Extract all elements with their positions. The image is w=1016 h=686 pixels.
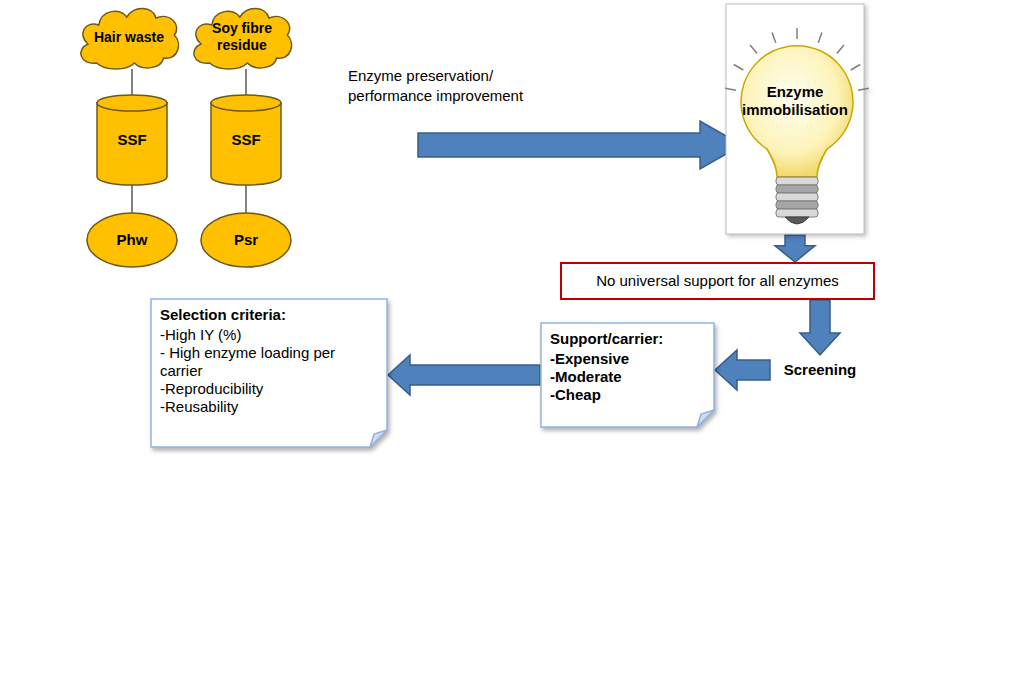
- light-ray: [734, 65, 744, 71]
- text-block: SSF: [218, 131, 274, 149]
- text-block: Selection criteria: -High IY (%)- High en…: [160, 306, 378, 416]
- source-cloud: Soy fibre residue: [188, 3, 296, 71]
- node-text: SSF: [218, 131, 274, 149]
- block-arrow: [388, 355, 540, 395]
- cloud-outline: [194, 8, 292, 69]
- node-text: Phw: [98, 231, 166, 249]
- ellipse-outline: [201, 213, 291, 267]
- bulb-box: Enzyme immobilisation: [725, 3, 865, 235]
- block-arrow: [715, 350, 770, 390]
- text-block: SSF: [104, 131, 160, 149]
- text-block: Psr: [212, 231, 280, 249]
- cylinder-body: [97, 102, 167, 185]
- light-ray: [772, 32, 776, 42]
- light-ray: [750, 45, 757, 53]
- node-line: -Reusability: [160, 398, 378, 416]
- node-line: -High IY (%): [160, 326, 378, 344]
- note-box: No universal support for all enzymes: [560, 262, 875, 300]
- source-cloud: Hair waste: [75, 3, 183, 71]
- red-border: [561, 263, 874, 299]
- text-block: Phw: [98, 231, 166, 249]
- ssf-cylinder: SSF: [96, 94, 168, 186]
- bulb-base: [776, 177, 818, 185]
- node-text: Screening: [778, 361, 862, 379]
- product-ellipse: Psr: [200, 212, 292, 268]
- light-ray: [725, 88, 736, 90]
- bulb-base: [776, 209, 818, 217]
- step-text: Screening: [770, 355, 870, 385]
- node-line: -Expensive: [550, 350, 705, 368]
- ellipse-outline: [87, 213, 177, 267]
- block-arrow: [418, 121, 742, 169]
- page-outline: [541, 323, 714, 427]
- ssf-cylinder: SSF: [210, 94, 282, 186]
- node-line: -Moderate: [550, 368, 705, 386]
- cylinder-body: [211, 102, 281, 185]
- text-block: No universal support for all enzymes: [568, 272, 867, 290]
- light-ray: [818, 32, 822, 42]
- text-block: Hair waste: [87, 29, 171, 46]
- node-line: -Cheap: [550, 386, 705, 404]
- bulb-base: [776, 185, 818, 193]
- light-ray: [858, 88, 869, 90]
- light-ray: [837, 45, 844, 53]
- page-fold: [370, 430, 387, 447]
- text-block: Enzyme immobilisation: [733, 83, 857, 119]
- node-text: Enzyme immobilisation: [733, 83, 857, 119]
- text-block: Screening: [778, 361, 862, 379]
- light-ray: [851, 65, 861, 71]
- document-box: Support/carrier: -Expensive-Moderate-Chea…: [540, 322, 715, 428]
- light-ray: [796, 28, 798, 39]
- node-text: No universal support for all enzymes: [568, 272, 867, 290]
- document-box: Selection criteria: -High IY (%)- High en…: [150, 298, 388, 448]
- bulb-outline: [725, 3, 865, 235]
- link-line: [245, 69, 247, 96]
- link-line: [131, 69, 133, 96]
- link-line: [131, 184, 133, 214]
- arrow-label: Enzyme preservation/ performance improve…: [348, 66, 553, 105]
- page-outline: [151, 299, 387, 447]
- node-text: Support/carrier:: [550, 330, 705, 348]
- bulb-base: [776, 193, 818, 201]
- node-text: SSF: [104, 131, 160, 149]
- text-block: Support/carrier: -Expensive-Moderate-Chea…: [550, 330, 705, 404]
- bulb-tip: [785, 217, 809, 224]
- cylinder-top: [211, 95, 281, 111]
- node-line: - High enzyme loading per carrier: [160, 344, 378, 380]
- node-text: Hair waste: [87, 29, 171, 46]
- cloud-outline: [81, 8, 179, 69]
- node-text: Psr: [212, 231, 280, 249]
- bulb-base: [776, 201, 818, 209]
- node-line: -Reproducibility: [160, 380, 378, 398]
- block-arrow: [800, 300, 840, 355]
- link-line: [245, 184, 247, 214]
- node-text: Selection criteria:: [160, 306, 378, 324]
- product-ellipse: Phw: [86, 212, 178, 268]
- node-text: Soy fibre residue: [201, 20, 283, 54]
- block-arrow: [775, 235, 815, 262]
- page-fold: [697, 410, 714, 427]
- text-block: Soy fibre residue: [201, 20, 283, 54]
- cylinder-top: [97, 95, 167, 111]
- picture-frame: [726, 4, 864, 234]
